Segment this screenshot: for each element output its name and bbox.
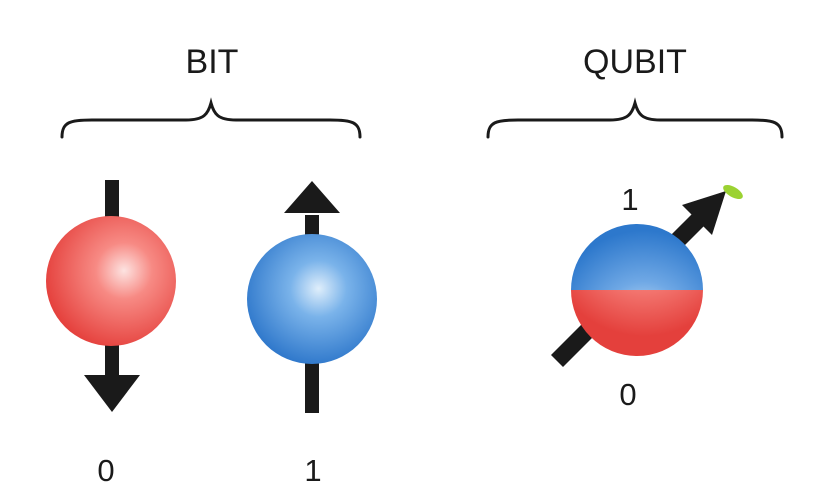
blue-sphere [247,234,377,364]
arrow-diagonal-icon [682,191,726,235]
qubit-title: QUBIT [583,43,687,81]
arrow-up-icon [284,181,340,213]
qubit-one-label: 1 [621,182,639,217]
bit-one-spin [247,181,377,413]
bit-one-label: 1 [304,453,322,488]
green-accent-ellipse [723,185,743,199]
bit-title: BIT [185,43,239,81]
qubit-zero-label: 0 [619,377,637,412]
bit-zero-label: 0 [97,453,115,488]
qubit-spin [550,185,743,368]
arrow-down-icon [84,375,140,412]
bit-brace [60,97,362,139]
bit-zero-spin [46,180,176,412]
qubit-brace [486,97,784,139]
qubit-top-half [571,224,703,290]
red-sphere [46,216,176,346]
qubit-bottom-half [571,290,703,356]
